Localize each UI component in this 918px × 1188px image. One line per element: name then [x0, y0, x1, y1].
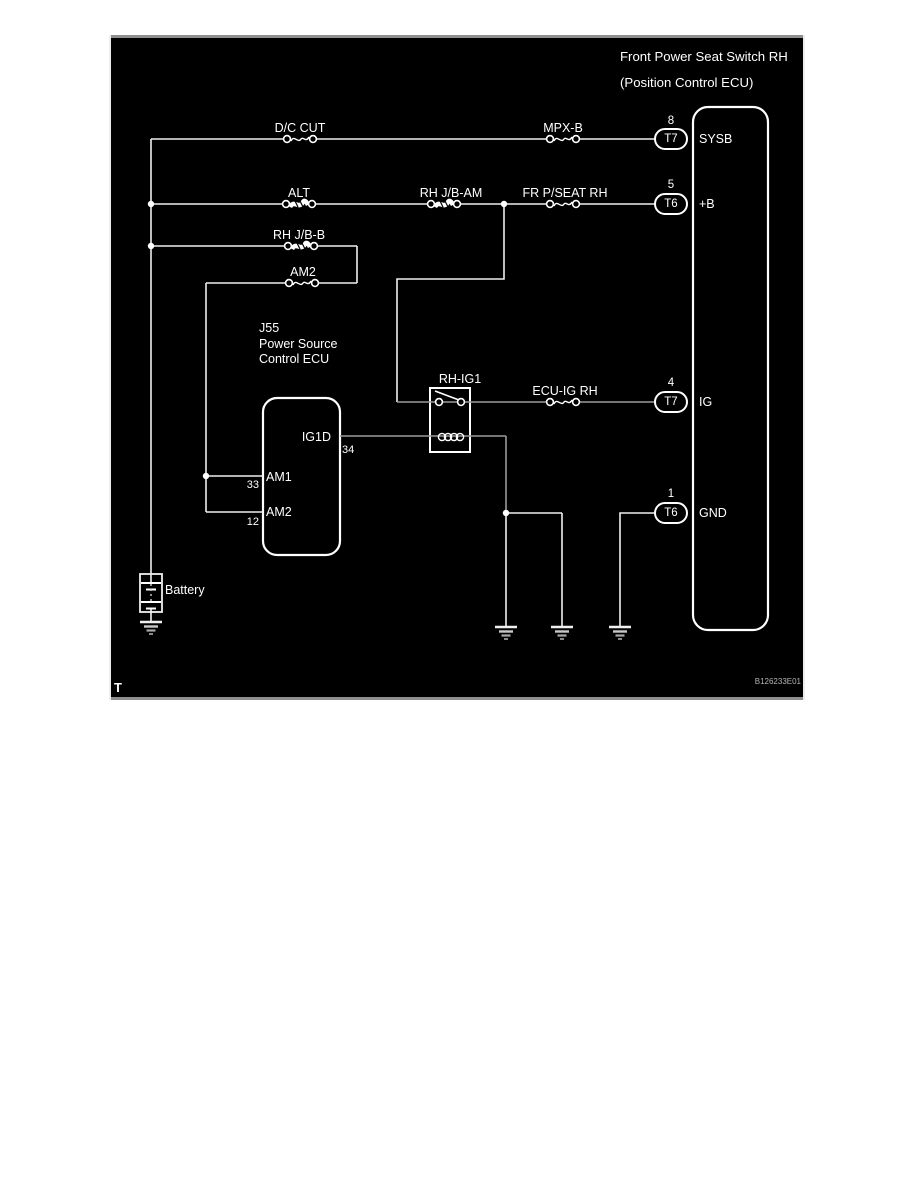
j55-pin-am2-label: AM2 — [266, 505, 292, 519]
seat-switch-ecu-outline — [691, 105, 770, 632]
pin-number-ig: 4 — [667, 377, 675, 389]
connector-oval-ig: T7 — [654, 391, 688, 413]
pin-number-sysb: 8 — [667, 115, 675, 127]
pin-label-sysb: SYSB — [699, 132, 733, 146]
part-code: B126233E01 — [754, 677, 801, 686]
fuse-label-alt: ALT — [288, 186, 310, 200]
j55-name1: Power Source — [259, 336, 338, 351]
j55-pin-am1-label: AM1 — [266, 470, 292, 484]
link-alt — [281, 198, 317, 209]
pin-label-gnd: GND — [699, 506, 727, 520]
relay-label: RH-IG1 — [438, 372, 482, 386]
fuse-label-fr-pseat-rh: FR P/SEAT RH — [522, 186, 608, 200]
fuse-label-dc-cut: D/C CUT — [274, 121, 326, 135]
wires-bright — [150, 138, 655, 627]
fuse-label-am2: AM2 — [290, 265, 316, 279]
fuse-mpx-b — [545, 134, 581, 144]
relay-coil-symbol — [437, 432, 465, 442]
panel-frame — [109, 35, 805, 700]
wiring-diagram-panel: Front Power Seat Switch RH (Position Con… — [109, 35, 805, 700]
wires-dim — [340, 401, 655, 513]
link-rh-jb-b — [283, 240, 319, 251]
link-rh-jb-am — [426, 198, 462, 209]
j55-id: J55 — [259, 321, 280, 335]
fuse-label-mpx-b: MPX-B — [543, 121, 583, 135]
j55-ecu-text: J55 Power Source Control ECU — [259, 321, 338, 368]
j55-pin-am2-number: 12 — [246, 516, 259, 528]
connector-oval-plus-b: T6 — [654, 193, 688, 215]
pin-number-gnd: 1 — [667, 488, 675, 500]
fuse-label-rh-jb-b: RH J/B-B — [272, 228, 326, 242]
relay-box — [429, 387, 471, 453]
fuse-symbols — [282, 134, 581, 407]
ground-symbol-1 — [495, 625, 517, 640]
connector-oval-gnd: T6 — [654, 502, 688, 524]
junction-dots — [147, 200, 510, 517]
fuse-ecu-ig-rh — [545, 397, 581, 407]
pin-number-plus-b: 5 — [667, 179, 675, 191]
relay-switch-symbol — [434, 390, 466, 407]
fuse-label-ecu-ig-rh: ECU-IG RH — [532, 384, 598, 398]
j55-pin-ig1d-label: IG1D — [301, 430, 331, 444]
j55-name2: Control ECU — [259, 352, 330, 366]
connector-oval-sysb: T7 — [654, 128, 688, 150]
diagram-title-line1: Front Power Seat Switch RH — [620, 49, 788, 64]
ground-symbol-battery — [140, 620, 162, 635]
fusible-link-symbols — [281, 198, 462, 251]
fuse-label-rh-jb-am: RH J/B-AM — [419, 186, 483, 200]
pin-label-plus-b: +B — [699, 197, 715, 211]
j55-pin-am1-number: 33 — [246, 479, 259, 491]
fuse-fr-pseat-rh — [545, 199, 581, 209]
fuse-am2 — [284, 278, 320, 288]
battery-symbol — [139, 573, 163, 613]
footer-t-marker: T — [114, 680, 122, 695]
wiring-svg — [109, 35, 805, 700]
j55-pin-ig1d-number: 34 — [342, 444, 355, 456]
pin-label-ig: IG — [699, 395, 713, 409]
fuse-dc-cut — [282, 134, 318, 144]
diagram-title-line2: (Position Control ECU) — [620, 75, 754, 90]
ground-symbol-3 — [609, 625, 631, 640]
battery-label: Battery — [165, 583, 205, 597]
ground-symbol-2 — [551, 625, 573, 640]
